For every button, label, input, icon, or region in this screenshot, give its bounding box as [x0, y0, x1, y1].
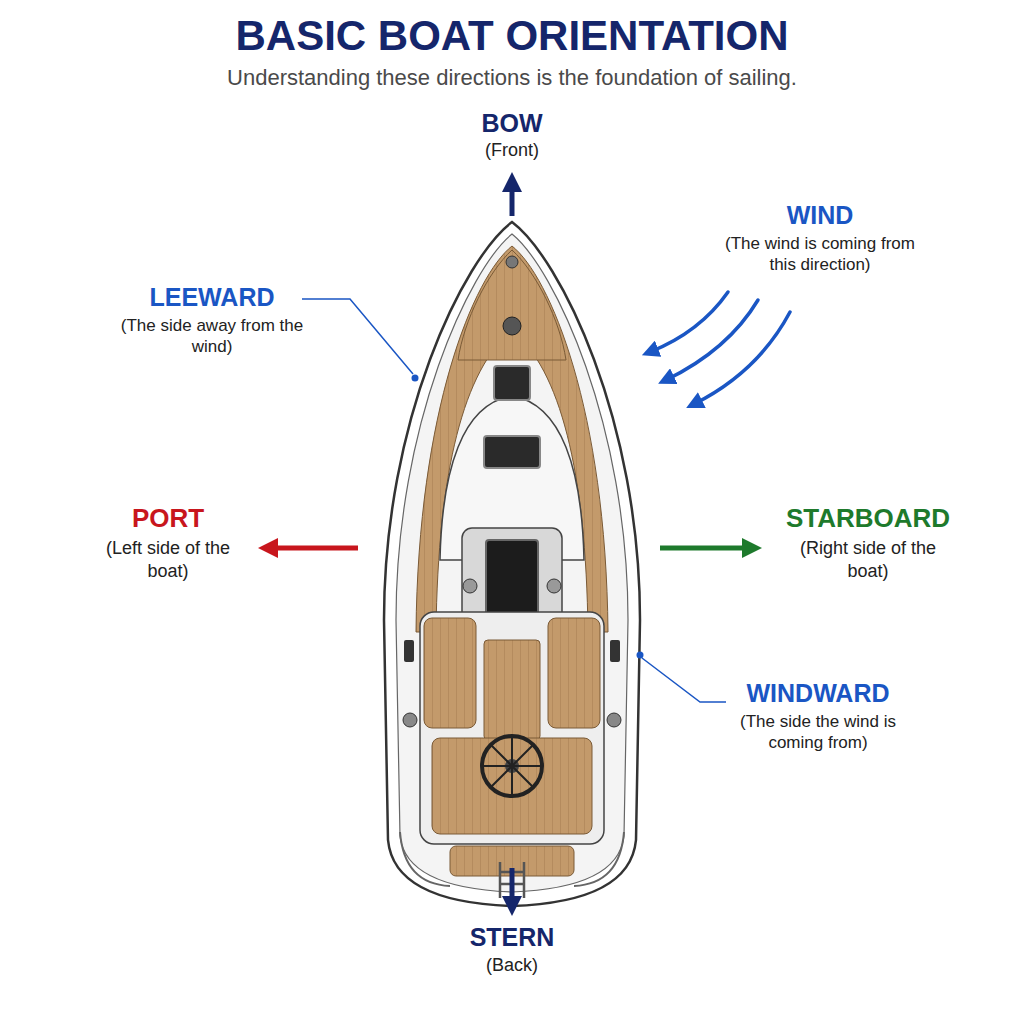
winch: [463, 579, 477, 593]
forward-hatch: [494, 366, 530, 400]
cockpit-seat: [548, 618, 600, 728]
helm-wheel: [482, 736, 542, 796]
diagram-title: BASIC BOAT ORIENTATION: [12, 10, 1012, 63]
direction-note: (Back): [412, 954, 612, 977]
cockpit-winch: [403, 713, 417, 727]
cockpit-sole: [484, 640, 540, 740]
winch: [547, 579, 561, 593]
deck-vent: [610, 640, 620, 662]
deck-hatch-round: [503, 317, 521, 335]
subtitle: Understanding these directions is the fo…: [32, 64, 992, 92]
direction-name: STERN: [412, 922, 612, 953]
wind-name: WIND: [710, 200, 930, 231]
side-note: (Right side of the boat): [798, 537, 938, 582]
deck-teak: [416, 246, 608, 632]
side-name: LEEWARD: [102, 282, 322, 313]
cabin-hatch: [484, 436, 540, 468]
wind-arrows: [650, 292, 790, 404]
port-arrow: [268, 546, 358, 551]
leeward-dot: [412, 375, 419, 382]
side-note: (The side the wind is coming from): [718, 711, 918, 754]
side-note: (Left side of the boat): [98, 537, 238, 582]
windward-dot: [637, 652, 644, 659]
leeward-leader: [302, 299, 413, 374]
bow-arrow: [510, 182, 515, 216]
windward-leader: [642, 658, 726, 702]
side-name: STARBOARD: [763, 502, 973, 535]
direction-note: (Front): [412, 139, 612, 162]
hull-rail: [396, 234, 628, 892]
foredeck: [458, 250, 566, 360]
side-name: PORT: [78, 502, 258, 535]
bow-fitting: [506, 256, 518, 268]
cockpit: [420, 612, 604, 844]
side-name: WINDWARD: [708, 678, 928, 709]
direction-name: BOW: [412, 108, 612, 139]
deck-vent: [404, 640, 414, 662]
stern-arrow: [510, 868, 515, 906]
side-note: (The side away from the wind): [117, 315, 307, 358]
helm-spokes: [482, 736, 542, 796]
cockpit-seat: [424, 618, 476, 728]
hull: [384, 222, 640, 906]
cockpit-winch: [607, 713, 621, 727]
starboard-arrow: [660, 546, 752, 551]
wind-note: (The wind is coming from this direction): [715, 233, 925, 276]
